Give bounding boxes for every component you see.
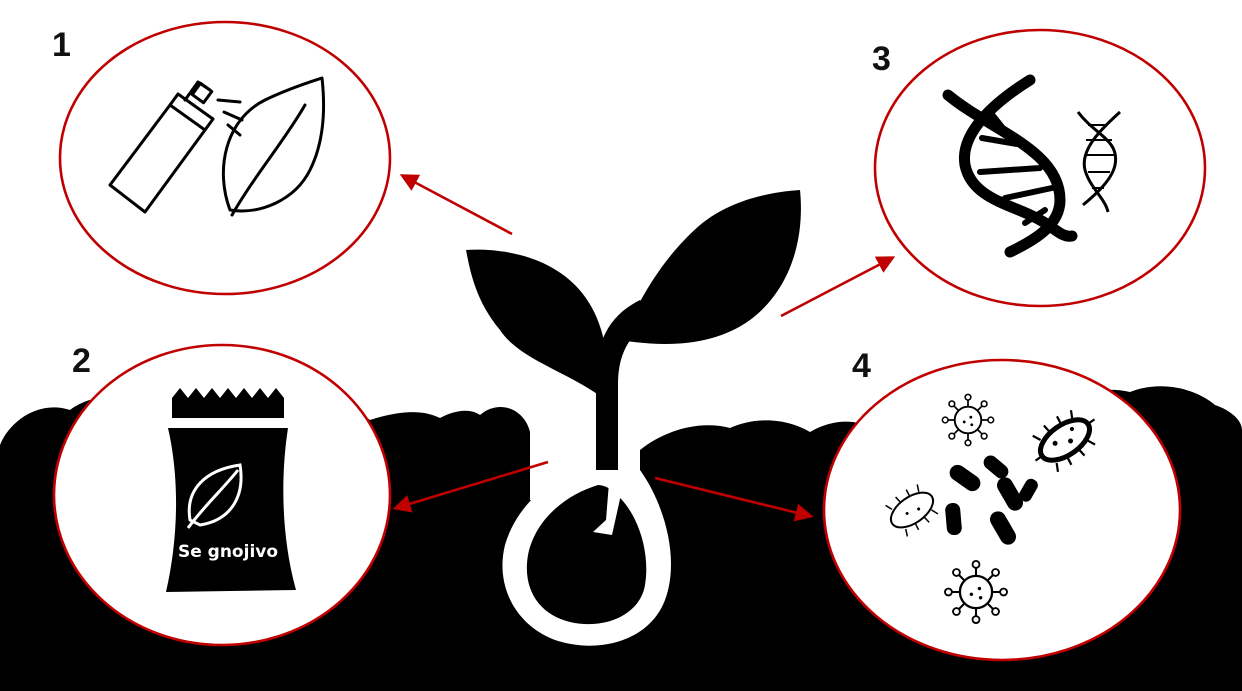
step-2: Se gnojivo 2 (54, 342, 390, 645)
step-1: 1 (52, 22, 390, 294)
step-3: 3 (872, 30, 1205, 306)
step-2-number: 2 (72, 342, 91, 380)
step-4-number: 4 (852, 347, 871, 385)
bag-label: Se gnojivo (178, 542, 278, 562)
step-3-number: 3 (872, 40, 891, 78)
arrow-to-step-1 (403, 176, 512, 234)
arrow-to-step-3 (781, 258, 892, 316)
step-4-circle (824, 360, 1180, 660)
step-1-number: 1 (52, 26, 71, 64)
